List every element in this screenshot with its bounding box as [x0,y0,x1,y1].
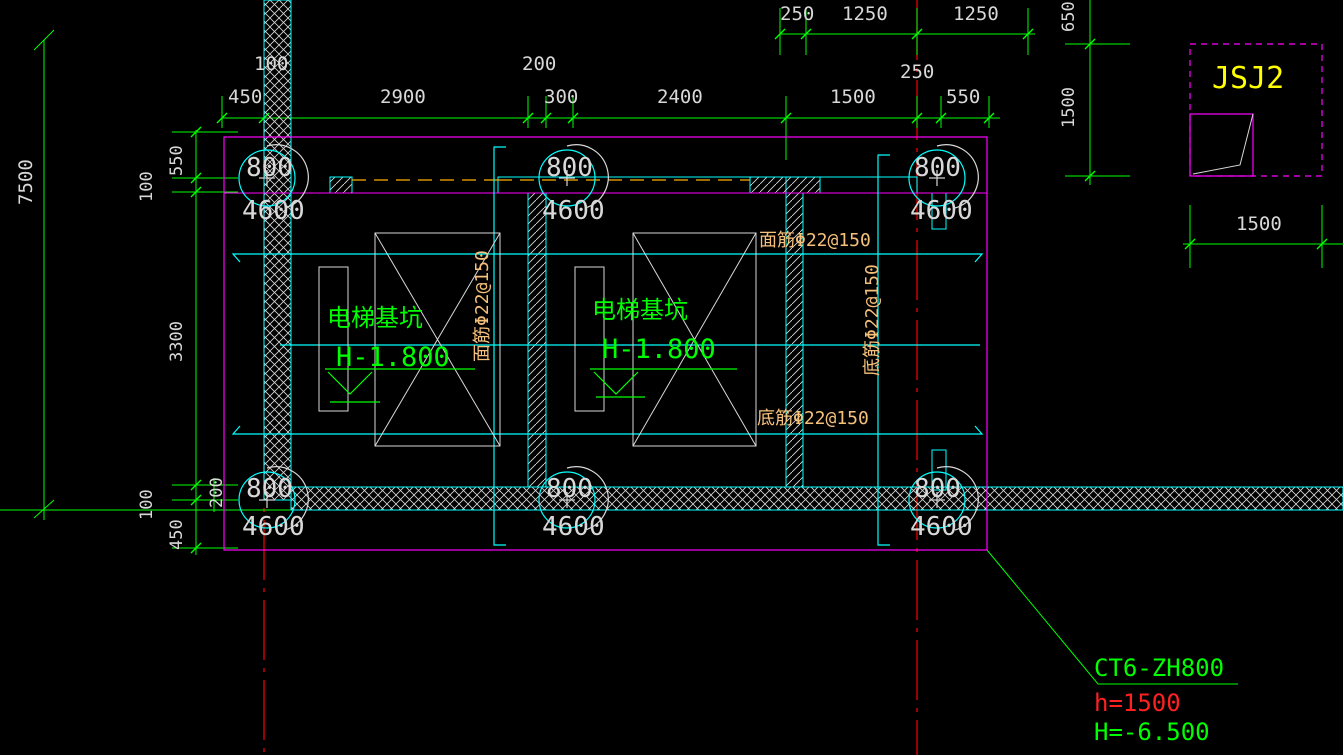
section-lines [231,146,984,546]
pile-label-4: 800 4600 [242,474,305,542]
pile-label-5: 800 4600 [542,474,605,542]
dim-top-200: 200 [522,53,556,75]
pit-2-elevation: H-1.800 [602,334,716,365]
pile-label-1: 800 4600 [242,153,305,226]
dim-top-1500: 1500 [830,86,876,108]
pile-dia: 800 [246,153,293,183]
pile-dia: 800 [914,474,961,504]
elevator-pit-1 [318,232,501,447]
rebar-top-horizontal: 面筋Φ22@150 [759,230,871,251]
dim-top-100: 100 [254,53,288,75]
elevator-pit-2 [574,232,757,447]
walls [263,0,1343,511]
dim-top-450: 450 [228,86,262,108]
pile-len: 4600 [242,512,305,542]
dimension-ticks [190,28,1328,554]
rebar-top-vertical: 面筋Φ22@150 [472,250,493,362]
pile-dia: 800 [914,153,961,183]
dim-left-100a: 100 [137,171,157,202]
dim-left-100b: 100 [137,489,157,520]
pile-dia: 800 [546,474,593,504]
pile-len: 4600 [910,196,973,226]
dim-top-250a: 250 [780,3,814,25]
pile-circle-arcs [266,144,979,531]
pile-len: 4600 [542,512,605,542]
cap-elevation: H=-6.500 [1094,718,1210,746]
dim-right-1500v: 1500 [1059,87,1079,128]
pile-len: 4600 [242,196,305,226]
dim-top-1250b: 1250 [953,3,999,25]
jsj2-block [1189,43,1323,177]
dim-top-2400: 2400 [657,86,703,108]
pile-cap-outline [223,136,988,551]
dim-right-650: 650 [1059,1,1079,32]
pit-1-elevation: H-1.800 [336,342,450,373]
pile-dia: 800 [546,153,593,183]
dim-left-3300: 3300 [167,321,187,362]
rebar-bottom-vertical: 底筋Φ22@150 [862,264,883,376]
pile-crosses [259,170,945,508]
pile-len: 4600 [542,196,605,226]
jsj2-label: JSJ2 [1212,61,1284,96]
dim-top-2900: 2900 [380,86,426,108]
dim-left-200: 200 [207,477,227,508]
dim-top-300: 300 [544,86,578,108]
axis-lines [263,0,918,755]
pit-1-label: 电梯基坑 [327,304,423,332]
dim-top-250b: 250 [900,61,934,83]
elevation-markers [325,368,737,403]
dim-top-550: 550 [946,86,980,108]
pile-label-2: 800 4600 [542,153,605,226]
rebar-bottom-horizontal: 底筋Φ22@150 [757,408,869,429]
dim-right-1500h: 1500 [1236,213,1282,235]
pile-len: 4600 [910,512,973,542]
dim-top-1250a: 1250 [842,3,888,25]
dim-left-total: 7500 [15,159,37,205]
pile-label-3: 800 4600 [910,153,973,226]
cap-height: h=1500 [1094,689,1181,717]
pit-2-label: 电梯基坑 [592,296,688,324]
dim-left-550: 550 [167,145,187,176]
pile-dia: 800 [246,474,293,504]
pile-label-6: 800 4600 [910,474,973,542]
pile-circles [238,149,966,529]
cap-name: CT6-ZH800 [1094,654,1224,682]
dim-left-450: 450 [167,519,187,550]
